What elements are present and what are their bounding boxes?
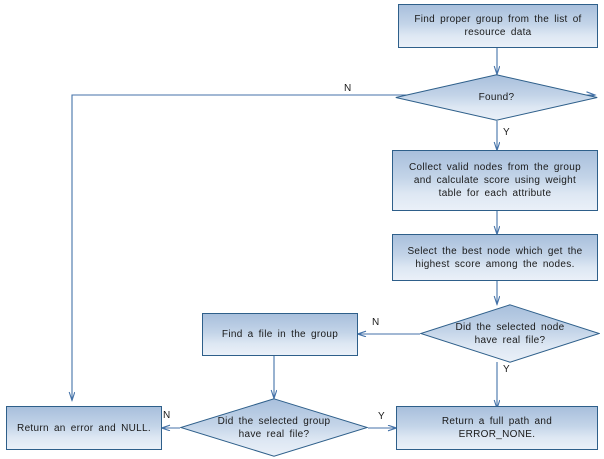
node-collect-valid-nodes-label: Collect valid nodes from the group and c… <box>409 162 581 199</box>
diamond-shape <box>395 74 598 121</box>
node-find-proper-group-label: Find proper group from the list of resou… <box>414 14 582 38</box>
node-collect-valid-nodes[interactable]: Collect valid nodes from the group and c… <box>392 150 598 211</box>
node-select-best-node-label: Select the best node which get the highe… <box>407 245 583 270</box>
edge-label-found-no: N <box>344 83 352 94</box>
node-return-error-null-label: Return an error and NULL. <box>17 422 151 434</box>
edge-label-group-has-file-yes: Y <box>378 411 385 422</box>
node-find-file-in-group-label: Find a file in the group <box>221 329 339 340</box>
node-found-decision[interactable]: Found? <box>395 74 598 121</box>
node-node-has-real-file-decision[interactable]: Did the selected node have real file? <box>420 304 600 363</box>
node-node-has-real-file-label: Did the selected node have real file? <box>455 321 565 346</box>
node-return-full-path[interactable]: Return a full path and ERROR_NONE. <box>396 406 598 450</box>
node-select-best-node[interactable]: Select the best node which get the highe… <box>392 234 598 281</box>
node-group-has-real-file-decision[interactable]: Did the selected group have real file? <box>180 398 368 457</box>
node-found-label: Found? <box>478 92 515 103</box>
node-find-file-in-group[interactable]: Find a file in the group <box>202 313 358 356</box>
edge-label-node-has-file-no: N <box>372 317 380 328</box>
node-group-has-real-file-label: Did the selected group have real file? <box>217 415 331 440</box>
diamond-shape <box>180 398 368 457</box>
edge-label-group-has-file-no: N <box>163 410 171 421</box>
node-return-full-path-label: Return a full path and ERROR_NONE. <box>441 416 553 440</box>
edge-label-node-has-file-yes: Y <box>503 364 510 375</box>
edge-label-found-yes: Y <box>503 127 510 138</box>
diamond-shape <box>420 304 600 363</box>
node-find-proper-group[interactable]: Find proper group from the list of resou… <box>398 4 598 48</box>
node-return-error-null[interactable]: Return an error and NULL. <box>6 406 162 450</box>
